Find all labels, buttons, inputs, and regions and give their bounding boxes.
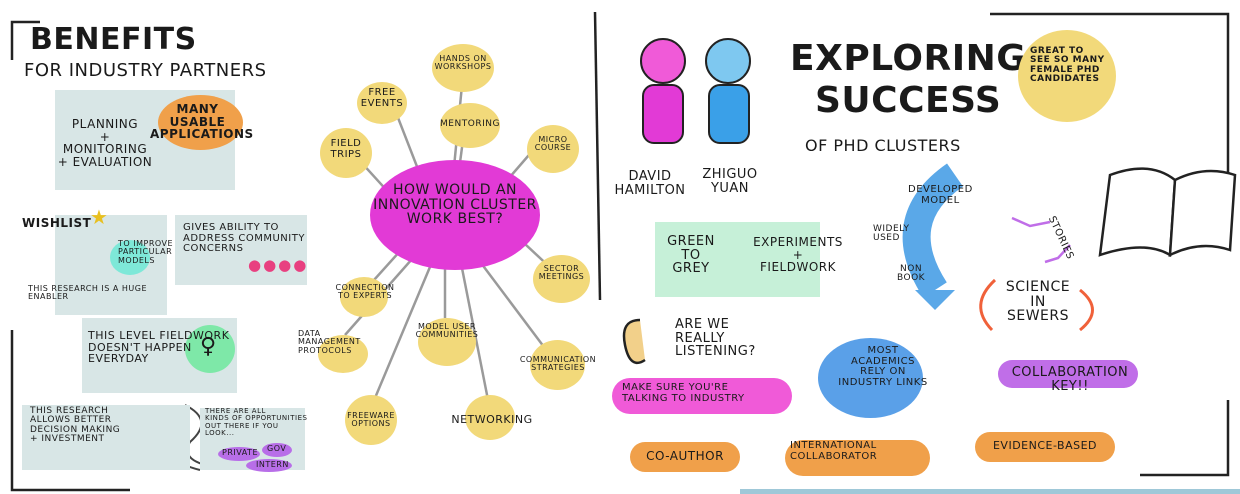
node-networking [465, 395, 515, 440]
great-blob [1018, 30, 1116, 122]
developed-label: Developed model [908, 184, 973, 206]
node-field-trips [320, 128, 372, 178]
people-icon: ●●●● [248, 256, 309, 274]
david-head-icon [640, 38, 686, 84]
exploring-title-line2: Success [815, 80, 1002, 121]
green-grey-label: Green to Grey [667, 234, 715, 277]
zhiguo-body-icon [708, 84, 750, 144]
node-communication [530, 340, 585, 390]
zhiguo-label: Zhiguo Yuan [702, 167, 758, 196]
collaboration-blob [998, 360, 1138, 388]
sector-meetings-label: Sector meetings [538, 264, 585, 282]
make-sure-label: Make sure you're talking to industry [622, 382, 745, 404]
freeware-label: Freeware options [347, 411, 395, 429]
node-data-mgmt [318, 335, 368, 373]
exploring-title-line1: Exploring [790, 38, 1027, 79]
networking-label: Networking [451, 413, 533, 426]
connection-label: Connection to experts [335, 283, 395, 301]
node-mentoring [440, 103, 500, 148]
benefits-subtitle: For industry partners [24, 60, 267, 81]
science-label: Science in sewers [1005, 279, 1071, 325]
fieldwork-label: This level fieldwork doesn't happen ever… [88, 329, 230, 366]
field-trips-label: Field trips [330, 138, 362, 160]
wishlist-label: Wishlist [22, 216, 92, 230]
make-sure-blob [612, 378, 792, 414]
benefits-title: Benefits [30, 22, 197, 57]
great-label: Great to see so many female PhD candidat… [1030, 46, 1105, 85]
free-events-label: Free events [360, 87, 404, 109]
stick-figure-icon: ♀ [200, 334, 217, 359]
gives-ability-label: Gives ability to address community conce… [183, 222, 305, 254]
community-box [175, 215, 307, 285]
david-body-icon [642, 84, 684, 144]
hub-center-blob [370, 160, 540, 270]
hands-on-label: Hands on workshops [434, 54, 492, 72]
data-mgmt-label: Data management protocols [298, 329, 361, 355]
most-academics-blob [818, 338, 923, 418]
communication-label: Communication strategies [519, 355, 597, 373]
node-micro-course [527, 125, 579, 173]
experiments-label: Experiments + fieldwork [753, 235, 843, 275]
private-blob [218, 447, 260, 461]
magic-wand-icon: ★ [90, 205, 109, 229]
widely-label: Widely used [873, 224, 910, 244]
research-box [22, 405, 190, 470]
research-allows-label: This research allows better decision mak… [30, 406, 121, 445]
node-free-events [357, 82, 407, 124]
green-grey-box [655, 222, 820, 297]
david-label: David Hamilton [614, 169, 686, 198]
hub-center-label: How would an innovation cluster work bes… [373, 182, 537, 228]
listening-label: Are we really listening? [675, 317, 756, 360]
node-freeware [345, 395, 397, 445]
improve-label: To improve particular models [118, 239, 174, 265]
opportunities-box [200, 408, 305, 470]
planning-label: Planning + monitoring + evaluation [57, 117, 153, 169]
zhiguo-head-icon [705, 38, 751, 84]
many-usable-label: Many usable applications [150, 102, 254, 142]
exploring-subtitle: of PhD clusters [805, 136, 961, 155]
co-author-blob [630, 442, 740, 472]
international-label: International collaborator [790, 440, 878, 462]
opportunities-label: There are all kinds of opportunities out… [205, 407, 308, 438]
node-sector-meetings [533, 255, 590, 303]
co-author-label: Co-author [646, 449, 724, 463]
node-hands-on [432, 44, 494, 92]
bottom-edge-strip [740, 489, 1240, 494]
private-label: Private [222, 448, 258, 457]
evidence-blob [975, 432, 1115, 462]
intern-label: Intern [256, 460, 289, 469]
node-connection [340, 277, 388, 317]
most-academics-label: Most academics rely on industry links [838, 345, 928, 388]
non-book-label: Non book [897, 264, 926, 284]
many-usable-blob [158, 95, 243, 150]
evidence-label: Evidence-based [992, 439, 1098, 452]
wishlist-blob [110, 240, 150, 275]
node-model-user [418, 318, 476, 366]
model-user-label: Model user communities [415, 322, 479, 340]
micro-course-label: Micro course [534, 135, 572, 153]
intern-blob [246, 459, 292, 472]
international-blob [785, 440, 930, 476]
gov-blob [262, 443, 292, 457]
mentoring-label: Mentoring [440, 119, 500, 129]
enabler-label: This research is a huge enabler [28, 284, 148, 302]
collaboration-label: Collaboration key!! [1011, 365, 1129, 394]
fieldwork-blob [185, 325, 235, 373]
gov-label: Gov [267, 444, 287, 453]
